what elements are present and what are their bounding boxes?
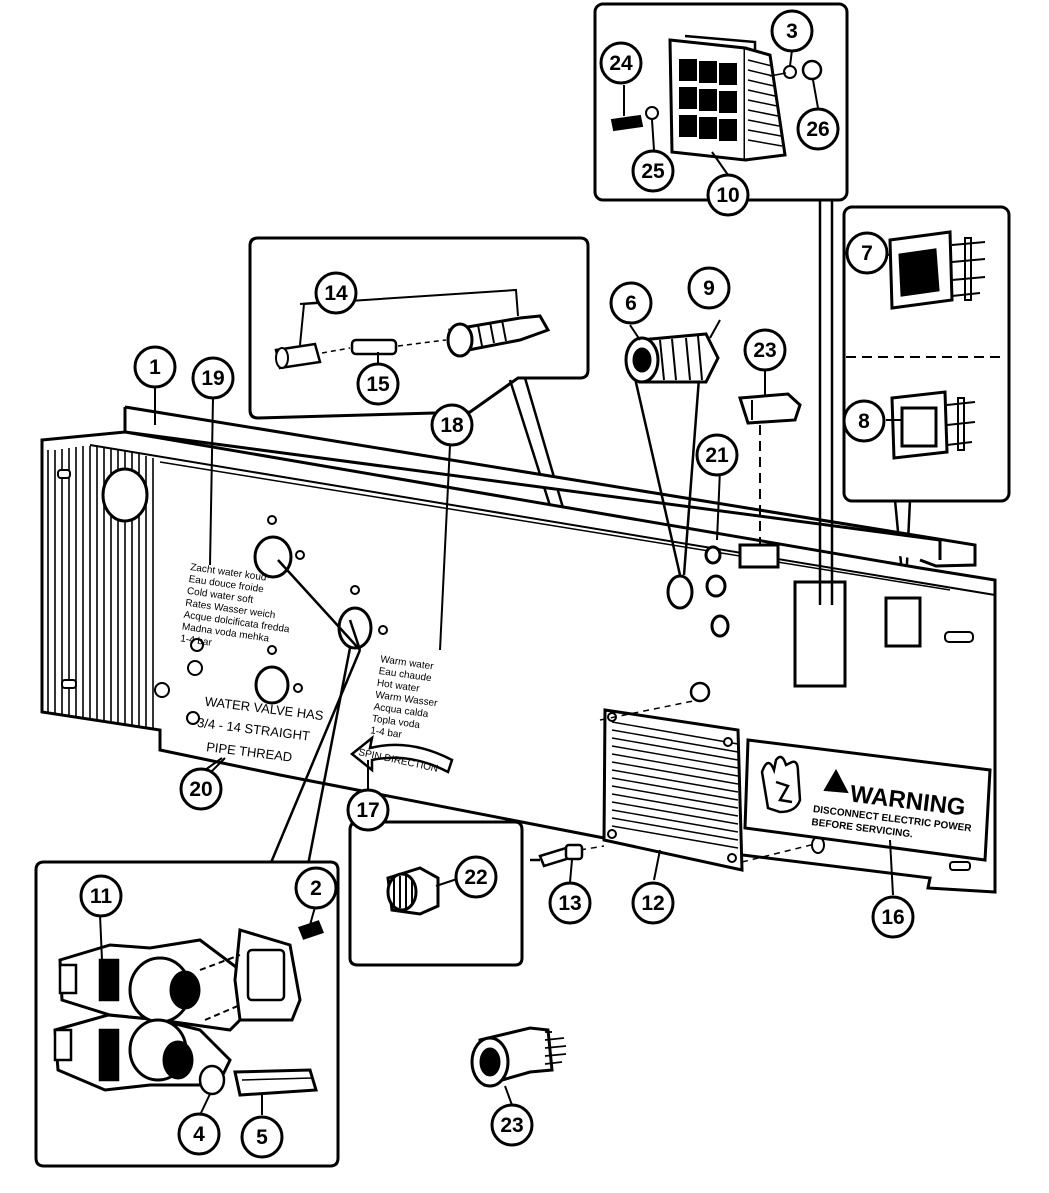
filter-cover (602, 708, 744, 872)
callout-label-20: 20 (189, 778, 212, 801)
callout-circle-25 (631, 149, 675, 193)
callout-leaders (99, 49, 902, 1116)
warning-label (743, 738, 992, 862)
callout-circle-11 (79, 874, 123, 918)
callout-circle-14 (314, 271, 358, 315)
callout-circle-24 (599, 41, 643, 85)
callout-label-22: 22 (464, 866, 487, 889)
inset-switches (842, 205, 1011, 606)
clip-23-upper (737, 392, 802, 425)
callout-label-9: 9 (703, 277, 715, 300)
callout-label-1: 1 (149, 356, 161, 379)
warm-line-6: 1-4 bar (370, 725, 404, 740)
grommet-6-9 (624, 332, 720, 384)
spin-direction-arrow (349, 734, 454, 774)
callout-label-16: 16 (881, 906, 904, 929)
callout-circle-4 (177, 1112, 221, 1156)
cold-line-6: 1-4 bar (180, 633, 214, 648)
callout-label-23: 23 (500, 1114, 523, 1137)
callout-label-12: 12 (641, 892, 664, 915)
callout-label-6: 6 (625, 292, 637, 315)
callout-circle-7 (845, 231, 889, 275)
fitting-23-lower (470, 1026, 567, 1088)
callout-circle-17 (346, 788, 390, 832)
callout-label-10: 10 (716, 184, 739, 207)
inset-knob (348, 820, 524, 967)
callout-label-25: 25 (641, 160, 665, 183)
callout-circle-21 (695, 433, 739, 477)
callout-circle-2 (294, 866, 338, 910)
callout-circle-18 (430, 403, 474, 447)
callout-label-17: 17 (356, 799, 379, 822)
callout-label-18: 18 (440, 414, 464, 437)
callout-circle-26 (796, 107, 840, 151)
callout-label-15: 15 (366, 373, 390, 396)
callout-circle-15 (356, 362, 400, 406)
callout-label-3: 3 (786, 20, 798, 43)
callout-circle-22 (454, 855, 498, 899)
callout-label-13: 13 (558, 892, 581, 915)
callout-circle-16 (871, 895, 915, 939)
callout-label-26: 26 (806, 118, 829, 141)
callout-label-8: 8 (858, 410, 870, 433)
callout-label-4: 4 (193, 1123, 205, 1146)
callout-circle-3 (770, 9, 814, 53)
callout-circle-19 (191, 356, 235, 400)
warning-text: WARNING DISCONNECT ELECTRIC POWER BEFORE… (811, 781, 973, 841)
callout-circle-23 (743, 328, 787, 372)
callout-label-7: 7 (861, 242, 873, 265)
callout-label-23: 23 (753, 339, 776, 362)
callout-circle-1 (133, 345, 177, 389)
callout-circle-9 (687, 266, 731, 310)
callout-circle-23 (490, 1103, 534, 1147)
callout-circle-8 (842, 399, 886, 443)
callout-circle-12 (631, 881, 675, 925)
callout-label-19: 19 (201, 367, 224, 390)
callout-circle-20 (179, 767, 223, 811)
callout-label-24: 24 (609, 52, 633, 75)
callout-circle-10 (706, 173, 750, 217)
callout-label-5: 5 (256, 1126, 268, 1149)
callout-circle-6 (609, 281, 653, 325)
callout-circle-5 (240, 1115, 284, 1159)
callout-label-11: 11 (90, 885, 113, 908)
inset-water-valve (34, 860, 340, 1168)
callout-label-21: 21 (705, 444, 729, 467)
screw-13 (530, 843, 584, 868)
callout-label-2: 2 (310, 877, 322, 900)
callout-circle-13 (548, 881, 592, 925)
callout-label-14: 14 (324, 282, 348, 305)
